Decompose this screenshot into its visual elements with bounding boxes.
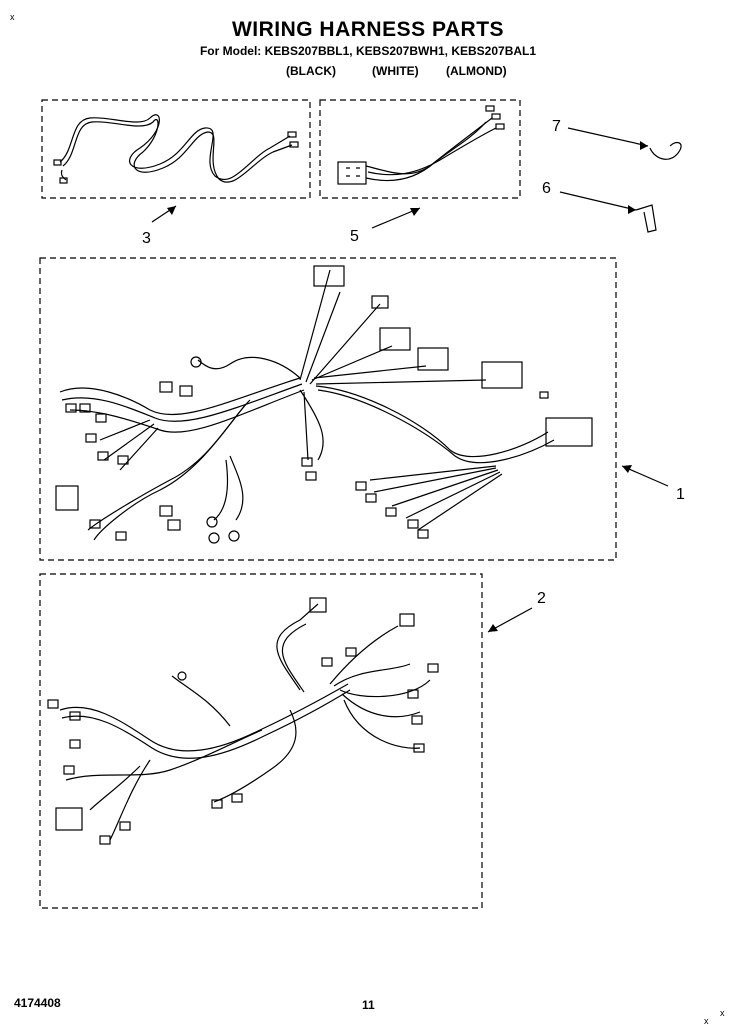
arrowhead-6 — [628, 205, 636, 214]
harness-2-box — [39, 573, 483, 909]
corner-mark-bottom-right: x — [720, 1008, 725, 1018]
callout-2: 2 — [537, 590, 546, 607]
color-white-label: (WHITE) — [372, 64, 419, 78]
harness-part-1 — [55, 265, 593, 544]
harness-part-3 — [53, 114, 299, 184]
part-number: 4174408 — [14, 996, 61, 1010]
color-black-label: (BLACK) — [286, 64, 336, 78]
page-number: 11 — [362, 998, 375, 1012]
part-7-wire — [649, 141, 682, 160]
callout-6: 6 — [542, 180, 551, 197]
arrowhead-5 — [410, 208, 420, 216]
arrowhead-7 — [640, 141, 648, 150]
leader-7 — [567, 127, 649, 147]
harness-part-2 — [47, 597, 439, 845]
corner-mark-bottom: x — [704, 1016, 709, 1026]
arrowhead-1 — [622, 465, 632, 473]
harness-1-box — [39, 257, 617, 561]
leader-6 — [559, 191, 637, 211]
callout-3: 3 — [142, 230, 151, 247]
harness-5-box — [319, 99, 521, 199]
callout-5: 5 — [350, 228, 359, 245]
callout-1: 1 — [676, 486, 685, 503]
part-6-clip — [635, 204, 657, 233]
arrowhead-3 — [167, 206, 176, 215]
color-almond-label: (ALMOND) — [446, 64, 507, 78]
callout-7: 7 — [552, 118, 561, 135]
corner-mark-top-left: x — [10, 12, 15, 22]
page-title: WIRING HARNESS PARTS — [231, 18, 505, 41]
harness-part-5 — [337, 105, 505, 185]
harness-3-box — [41, 99, 311, 199]
model-list: For Model: KEBS207BBL1, KEBS207BWH1, KEB… — [199, 44, 537, 58]
arrowhead-2 — [488, 624, 498, 632]
